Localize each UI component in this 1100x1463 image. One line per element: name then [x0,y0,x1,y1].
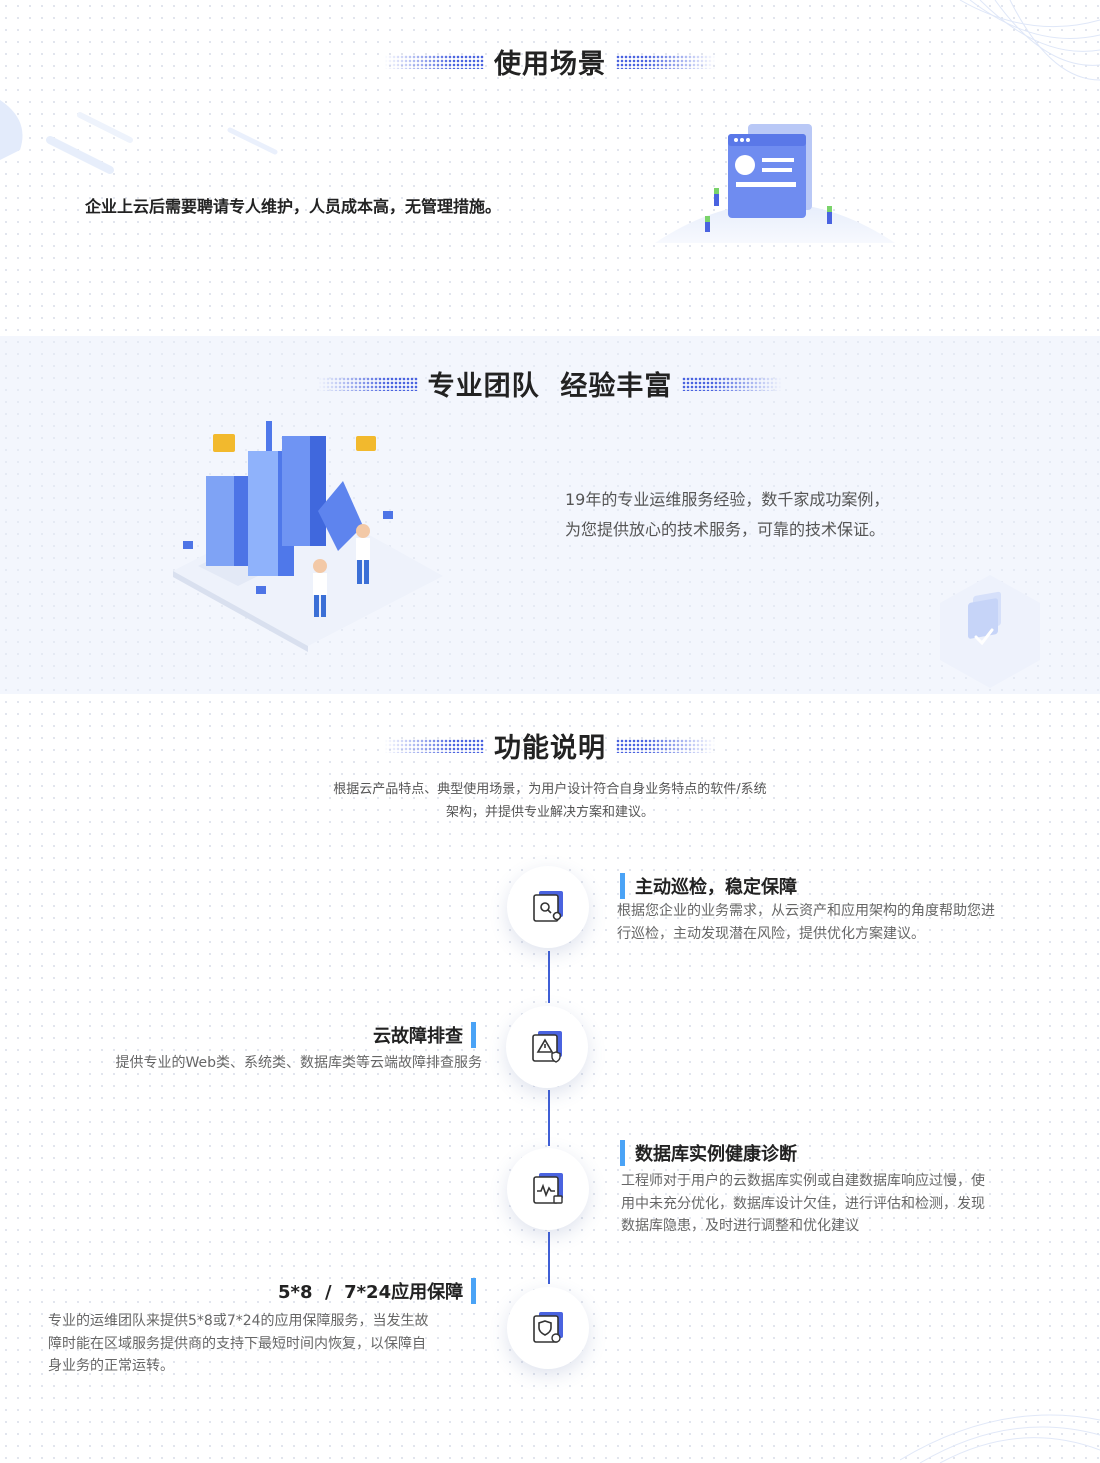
feature-4-icon-circle [507,1287,589,1369]
scene-text: 企业上云后需要聘请专人维护，人员成本高，无管理措施。 [85,197,502,216]
feature-1-line-2: 行巡检，主动发现潜在风险，提供优化方案建议。 [617,925,925,942]
team-line-1: 19年的专业运维服务经验，数千家成功案例， [565,490,890,509]
feature-4-title: 5*8 / 7*24应用保障 [278,1278,477,1304]
feature-1-text: 根据您企业的业务需求，从云资产和应用架构的角度帮助您进 行巡检，主动发现潜在风险… [617,900,1067,945]
team-title: 专业团队 经验丰富 [427,371,673,402]
clipboard-check-icon [940,575,1040,688]
team-description: 19年的专业运维服务经验，数千家成功案例， 为您提供放心的技术服务，可靠的技术保… [565,485,889,545]
dotted-deco-left [317,376,418,391]
scene-section-title: 使用场景 [0,42,1100,81]
inspection-icon [533,891,563,922]
team-line-2: 为您提供放心的技术服务，可靠的技术保证。 [565,520,886,539]
dotted-deco-right [682,376,783,391]
timeline-connector [548,1232,550,1284]
corner-wave-bottom-right [900,1414,1100,1463]
dotted-deco-left [384,54,484,69]
feature-2-title: 云故障排查 [373,1022,476,1048]
scene-title: 使用场景 [494,49,606,80]
feature-4-text: 专业的运维团队来提供5*8或7*24的应用保障服务，当发生故 障时能在区域服务提… [48,1310,488,1378]
dotted-deco-left [384,738,484,753]
health-check-icon [533,1173,563,1204]
dotted-deco-right [616,54,716,69]
features-section-title: 功能说明 [0,726,1100,765]
features-description: 根据云产品特点、典型使用场景，为用户设计符合自身业务特点的软件/系统 架构，并提… [0,778,1100,824]
profile-card-illustration [655,124,895,243]
team-section-title: 专业团队 经验丰富 [0,364,1100,403]
feature-3-title: 数据库实例健康诊断 [620,1140,797,1166]
feature-2-text: 提供专业的Web类、系统类、数据库类等云端故障排查服务 [40,1052,482,1075]
feature-1-line-1: 根据您企业的业务需求，从云资产和应用架构的角度帮助您进 [617,903,995,919]
city-team-illustration [173,421,443,652]
dotted-deco-right [616,738,716,753]
timeline-connector [548,951,550,1003]
features-title: 功能说明 [494,733,606,764]
corner-wave-top-right [959,0,1100,81]
protection-icon [533,1312,563,1343]
feature-2-line-1: 提供专业的Web类、系统类、数据库类等云端故障排查服务 [115,1055,482,1071]
feature-1-icon-circle [507,866,589,948]
timeline-connector [548,1090,550,1146]
feature-3-text: 工程师对于用户的云数据库实例或自建数据库响应过慢，使 用中未充分优化，数据库设计… [621,1170,1071,1238]
feature-4-line-2: 障时能在区域服务提供商的支持下最短时间内恢复，以保障自 [48,1335,426,1352]
team-section-band [0,336,1100,694]
features-desc-line-1: 根据云产品特点、典型使用场景，为用户设计符合自身业务特点的软件/系统 [333,782,767,797]
feature-1-title: 主动巡检，稳定保障 [620,873,797,899]
feature-3-line-3: 数据库隐患，及时进行调整和优化建议 [621,1218,859,1234]
features-desc-line-2: 架构，并提供专业解决方案和建议。 [445,805,654,820]
warning-shield-icon [532,1031,562,1063]
feature-4-line-1: 专业的运维团队来提供5*8或7*24的应用保障服务，当发生故 [48,1313,429,1329]
feature-2-icon-circle [506,1006,588,1088]
feature-3-icon-circle [507,1148,589,1230]
feature-3-line-2: 用中未充分优化，数据库设计欠佳，进行评估和检测，发现 [621,1195,985,1212]
feature-4-line-3: 身业务的正常运转。 [48,1358,174,1374]
feature-3-line-1: 工程师对于用户的云数据库实例或自建数据库响应过慢，使 [621,1173,985,1189]
corner-wave-top-left [0,100,278,174]
